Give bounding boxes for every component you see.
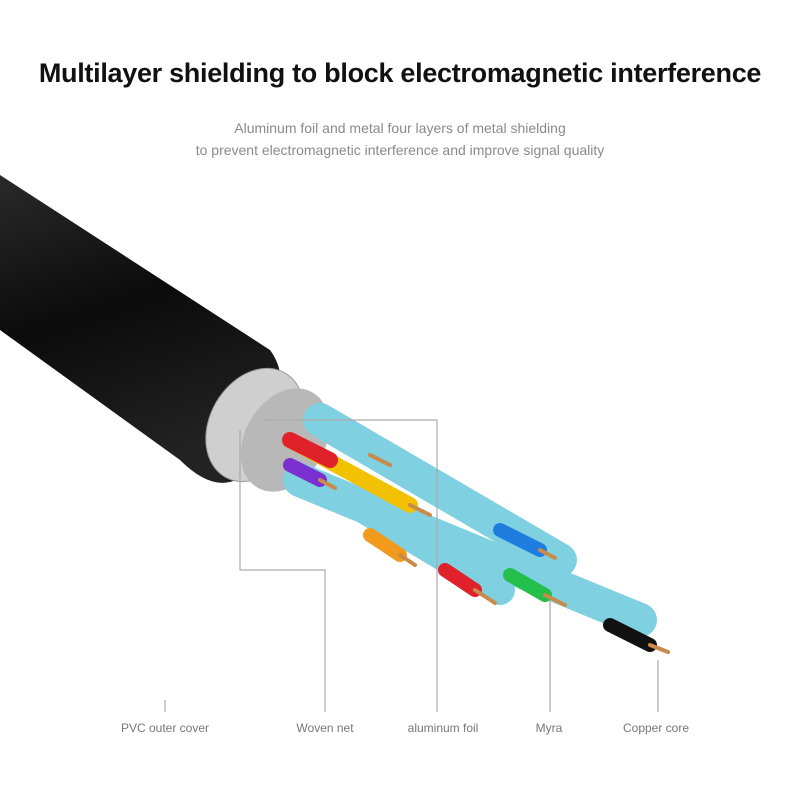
label-woven-net: Woven net (296, 721, 354, 735)
label-aluminum-foil: aluminum foil (407, 721, 479, 735)
page-title: Multilayer shielding to block electromag… (38, 58, 762, 88)
leader-lines (164, 419, 659, 712)
subtitle-line-2: to prevent electromagnetic interference … (195, 142, 605, 158)
pvc-outer-cover (0, 175, 282, 483)
copper-cores (318, 453, 670, 654)
label-pvc-outer-cover: PVC outer cover (120, 721, 210, 735)
subtitle-line-1: Aluminum foil and metal four layers of m… (234, 120, 566, 136)
label-copper-core: Copper core (622, 721, 690, 735)
twisted-pairs (282, 403, 670, 654)
label-myra: Myra (535, 721, 563, 735)
